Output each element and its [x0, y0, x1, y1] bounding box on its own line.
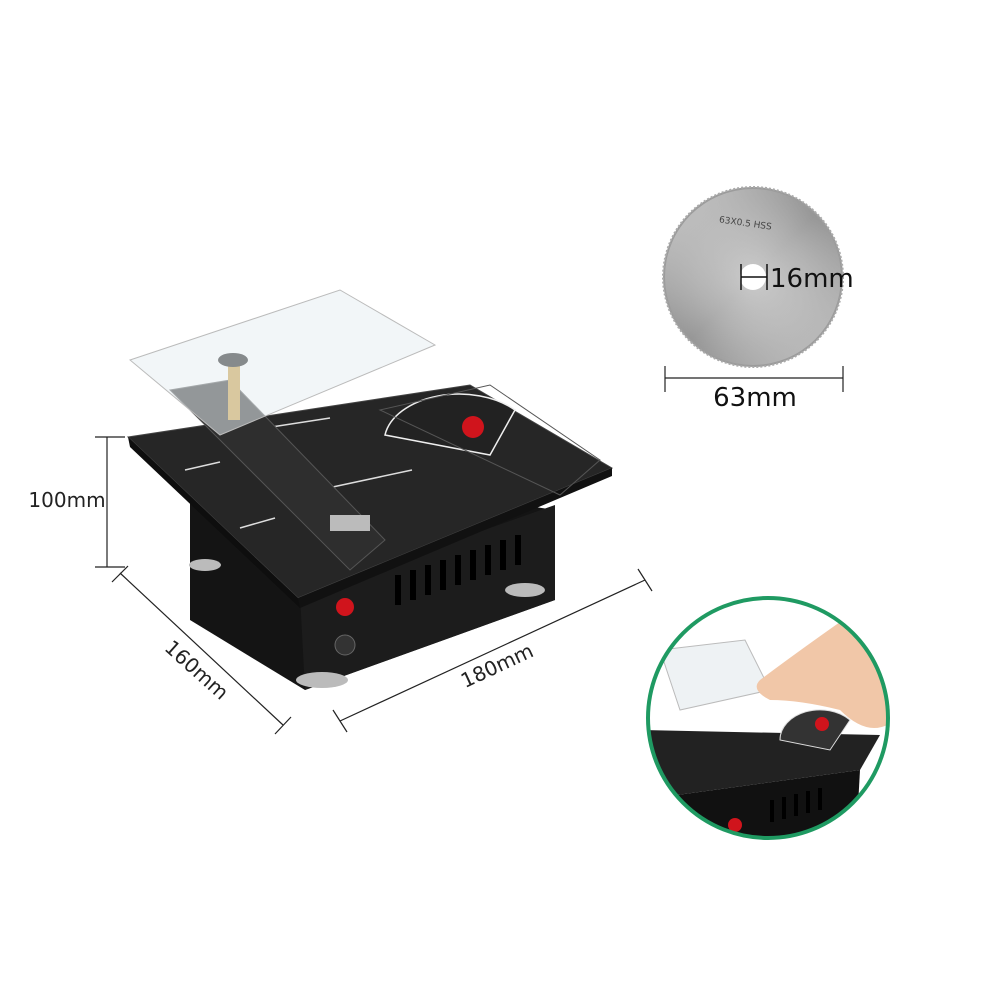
height-label: 100mm	[28, 488, 105, 512]
height-dimension	[95, 436, 125, 568]
power-jack	[334, 634, 356, 656]
diameter-label: 63mm	[713, 383, 797, 413]
usage-inset	[646, 596, 890, 840]
bore-label: 16mm	[770, 264, 854, 294]
power-switch	[336, 598, 354, 616]
table-saw	[126, 289, 614, 690]
vent-slots	[395, 535, 521, 605]
depth-dimension	[111, 565, 292, 735]
depth-label: 160mm	[160, 635, 233, 704]
width-label: 180mm	[457, 638, 537, 692]
saw-blade: 63X0.5 HSS 16mm 63mm	[662, 186, 854, 413]
width-dimension	[332, 568, 653, 733]
